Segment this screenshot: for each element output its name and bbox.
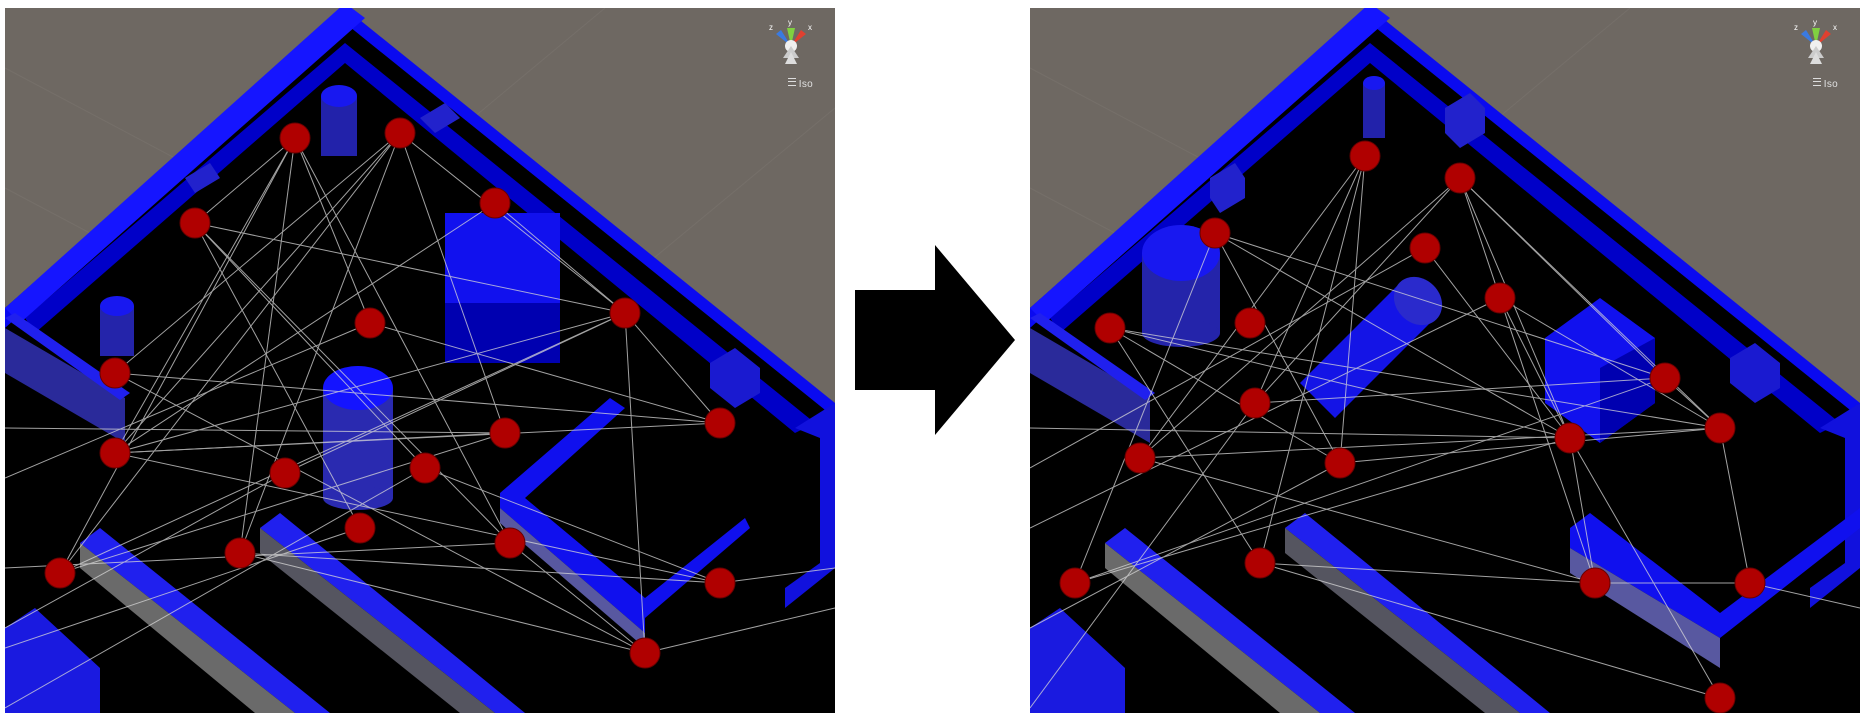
projection-label: Iso	[798, 79, 813, 90]
outer-wall-top-left	[1030, 8, 1390, 323]
interior-wall	[500, 398, 645, 633]
interior-wall	[1570, 508, 1860, 638]
svg-text:x: x	[808, 23, 812, 32]
outer-wall-top-left	[5, 8, 365, 323]
interior-wall-front	[500, 508, 645, 648]
right-arrow-icon	[855, 245, 1015, 435]
orientation-gizmo-icon[interactable]: z y x	[761, 16, 821, 72]
menu-icon	[1812, 78, 1821, 86]
left-wall-segment	[5, 328, 125, 443]
bottom-left-block	[1030, 608, 1125, 713]
right-wall	[785, 403, 835, 608]
svg-text:z: z	[769, 23, 773, 32]
projection-label: Iso	[1823, 79, 1838, 90]
lower-wall-1-side	[1105, 543, 1320, 713]
obstacles	[100, 85, 760, 510]
scene-view-after[interactable]: z y x Iso	[1030, 8, 1860, 713]
outer-wall-inner	[25, 43, 815, 433]
path-edges	[5, 132, 835, 709]
lower-wall-2	[1285, 513, 1550, 713]
projection-toggle[interactable]: Iso	[1812, 78, 1838, 90]
left-wall-segment	[1030, 328, 1150, 443]
path-nodes	[44, 117, 736, 669]
lower-wall-2	[260, 513, 525, 713]
lower-wall-2-side	[260, 528, 495, 713]
obstacles	[1142, 76, 1780, 443]
scene-after-canvas	[1030, 8, 1860, 713]
bottom-left-block	[5, 608, 100, 713]
left-wall-top	[5, 313, 130, 400]
floor	[5, 8, 835, 713]
svg-text:y: y	[1813, 18, 1817, 27]
lower-wall-1-side	[80, 543, 295, 713]
interior-wall-right	[645, 518, 750, 618]
path-nodes	[1059, 140, 1766, 713]
right-wall	[1810, 403, 1860, 608]
path-edges	[1030, 155, 1860, 709]
projection-toggle[interactable]: Iso	[787, 78, 813, 90]
scene-view-before[interactable]: z y x Iso	[5, 8, 835, 713]
scene-before-canvas	[5, 8, 835, 713]
svg-text:x: x	[1833, 23, 1837, 32]
lower-wall-1	[80, 528, 330, 713]
lower-wall-2-side	[1285, 528, 1520, 713]
left-wall-top	[1030, 313, 1155, 400]
lower-wall-1	[1105, 528, 1355, 713]
menu-icon	[787, 78, 796, 86]
svg-text:z: z	[1794, 23, 1798, 32]
orientation-gizmo-icon[interactable]: z y x	[1786, 16, 1846, 72]
svg-text:y: y	[788, 18, 792, 27]
